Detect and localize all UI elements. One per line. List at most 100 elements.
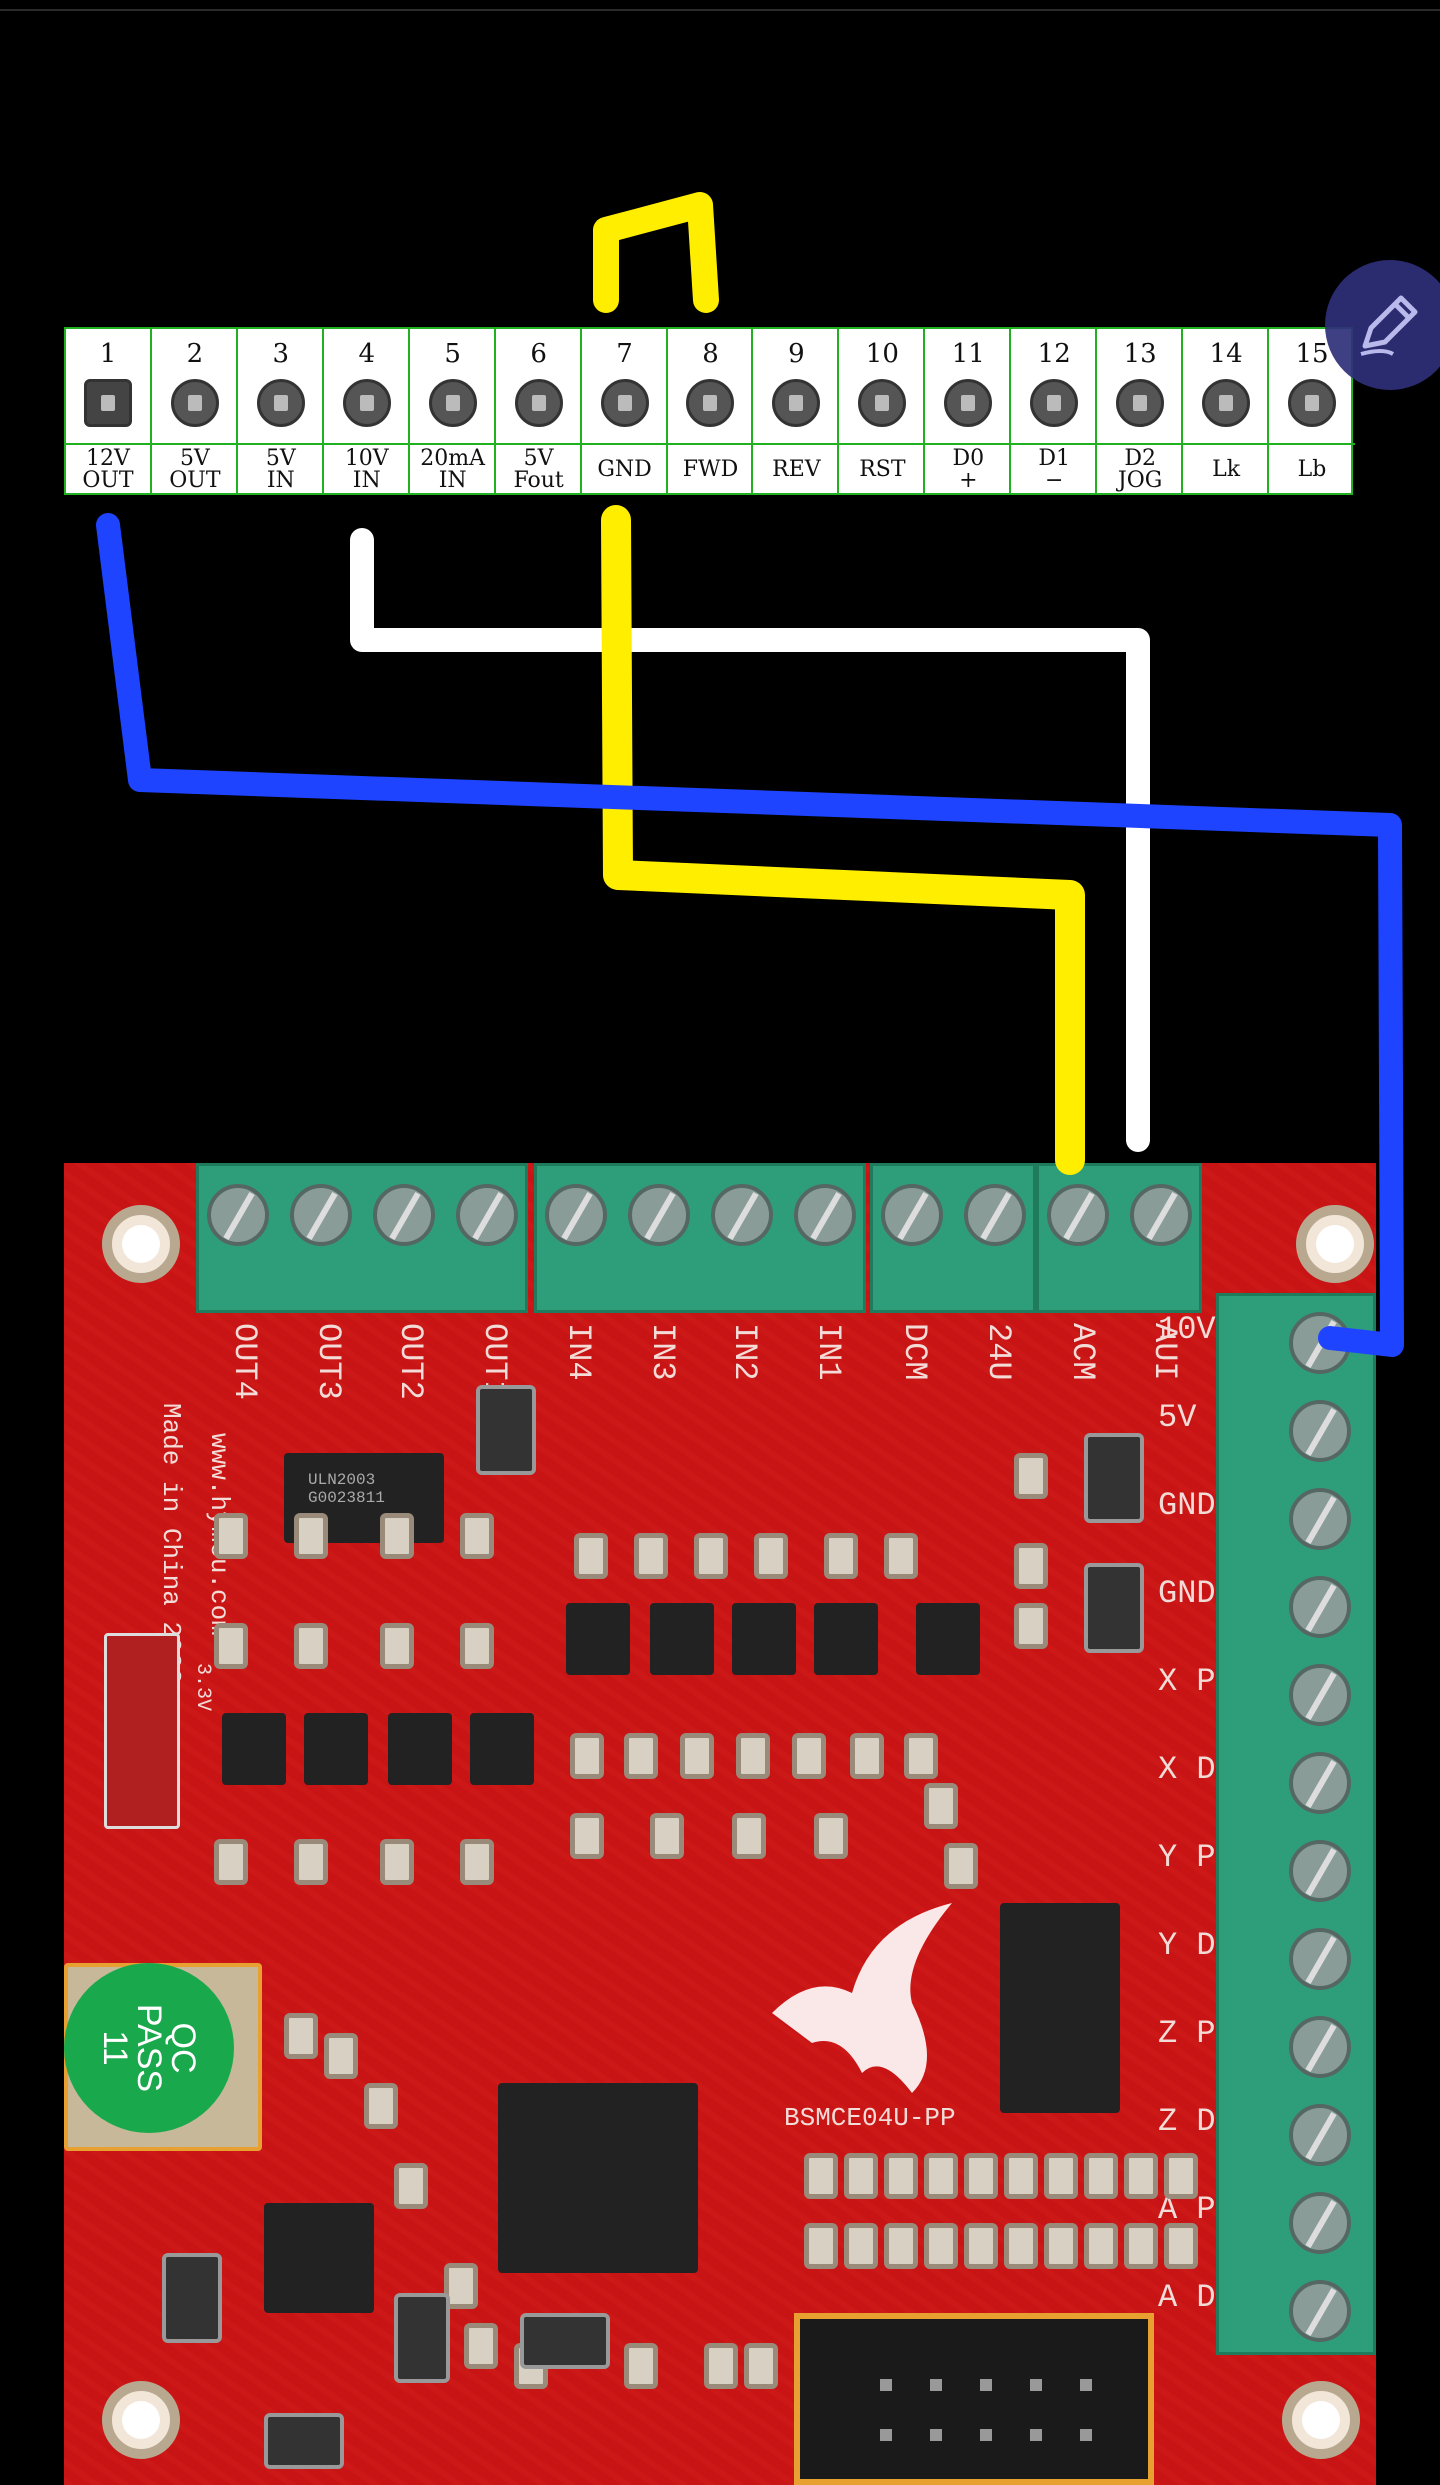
smd-resistor bbox=[884, 1533, 918, 1579]
side-terminal-label: GND bbox=[1158, 1575, 1216, 1612]
terminal-pin bbox=[83, 379, 132, 427]
capacitor bbox=[476, 1385, 536, 1475]
smd-resistor bbox=[1004, 2153, 1038, 2199]
terminal-number: 1 bbox=[99, 339, 117, 369]
status-divider bbox=[0, 9, 1440, 11]
top-terminal-label: OUT4 bbox=[226, 1323, 263, 1400]
silk-3v3: 3.3V bbox=[191, 1663, 214, 1712]
idc-pin bbox=[980, 2429, 992, 2441]
idc-pin bbox=[930, 2379, 942, 2391]
smd-resistor bbox=[214, 1839, 248, 1885]
smd-resistor bbox=[736, 1733, 770, 1779]
idc-pin bbox=[880, 2429, 892, 2441]
capacitor bbox=[1084, 1563, 1144, 1653]
terminal-screw bbox=[1289, 1752, 1351, 1814]
smd-resistor bbox=[380, 1513, 414, 1559]
terminal-pin bbox=[858, 379, 907, 427]
terminal-number: 7 bbox=[616, 339, 633, 369]
voltage-regulator bbox=[264, 2203, 374, 2313]
smd-resistor bbox=[694, 1533, 728, 1579]
smd-resistor bbox=[380, 1623, 414, 1669]
optocoupler bbox=[222, 1713, 286, 1785]
idc-pin bbox=[980, 2379, 992, 2391]
top-terminal-block bbox=[196, 1163, 528, 1313]
smd-resistor bbox=[634, 1533, 668, 1579]
terminal-label: RST bbox=[839, 443, 926, 495]
terminal-pin bbox=[342, 379, 391, 427]
side-terminal-block bbox=[1216, 1293, 1376, 2355]
top-terminal-label: OUT2 bbox=[392, 1323, 429, 1400]
smd-resistor bbox=[364, 2083, 398, 2129]
top-terminal-label: ACM bbox=[1064, 1323, 1101, 1381]
terminal-label: GND bbox=[581, 443, 668, 495]
white-wire bbox=[350, 528, 1150, 1152]
terminal-pin bbox=[1116, 379, 1165, 427]
smd-resistor bbox=[844, 2223, 878, 2269]
optocoupler bbox=[814, 1603, 878, 1675]
optocoupler bbox=[470, 1713, 534, 1785]
terminal-pin bbox=[1288, 379, 1337, 427]
smd-resistor bbox=[570, 1733, 604, 1779]
model-label: BSMCE04U-PP bbox=[784, 2103, 956, 2133]
terminal-label: 10V IN bbox=[323, 443, 410, 495]
terminal-screw bbox=[1289, 1312, 1351, 1374]
optocoupler bbox=[650, 1603, 714, 1675]
smd-resistor bbox=[1014, 1453, 1048, 1499]
top-terminal-label: DCM bbox=[896, 1323, 933, 1381]
smd-resistor bbox=[924, 2153, 958, 2199]
terminal-label: 20mA IN bbox=[409, 443, 496, 495]
yellow-jumper-wire bbox=[593, 192, 719, 313]
terminal-pin bbox=[686, 379, 735, 427]
terminal-pin bbox=[514, 379, 563, 427]
smd-resistor bbox=[460, 1839, 494, 1885]
terminal-screw bbox=[1289, 1840, 1351, 1902]
optocoupler bbox=[732, 1603, 796, 1675]
side-terminal-label: Z P bbox=[1158, 2015, 1216, 2052]
top-terminal-label: 24U bbox=[980, 1323, 1017, 1381]
smd-resistor bbox=[704, 2343, 738, 2389]
smd-resistor bbox=[1164, 2153, 1198, 2199]
terminal-screw bbox=[711, 1184, 773, 1246]
smd-resistor bbox=[460, 1513, 494, 1559]
terminal-number: 10 bbox=[865, 339, 899, 369]
terminal-number: 13 bbox=[1123, 339, 1157, 369]
terminal-label: 12V OUT bbox=[64, 443, 152, 495]
top-terminal-block bbox=[534, 1163, 866, 1313]
jtag-header bbox=[104, 1633, 180, 1829]
smd-resistor bbox=[1004, 2223, 1038, 2269]
edit-button[interactable] bbox=[1325, 260, 1440, 390]
terminal-label: REV bbox=[753, 443, 840, 495]
yellow-wire bbox=[601, 505, 1085, 1175]
eagle-logo bbox=[772, 1903, 952, 2093]
capacitor bbox=[1084, 1433, 1144, 1523]
sticker-line3: 11 bbox=[96, 2030, 134, 2066]
smd-resistor bbox=[884, 2153, 918, 2199]
smd-resistor bbox=[814, 1813, 848, 1859]
top-terminal-label: IN4 bbox=[560, 1323, 597, 1381]
smd-resistor bbox=[944, 1843, 978, 1889]
smd-resistor bbox=[1044, 2153, 1078, 2199]
top-terminal-label: IN2 bbox=[726, 1323, 763, 1381]
terminal-number: 11 bbox=[951, 339, 985, 369]
idc-pin bbox=[1030, 2429, 1042, 2441]
mounting-hole bbox=[102, 2381, 180, 2459]
terminal-pin bbox=[256, 379, 305, 427]
smd-resistor bbox=[294, 1513, 328, 1559]
smd-resistor bbox=[324, 2033, 358, 2079]
terminal-screw bbox=[290, 1184, 352, 1246]
terminal-pin bbox=[772, 379, 821, 427]
smd-resistor bbox=[924, 2223, 958, 2269]
smd-resistor bbox=[964, 2223, 998, 2269]
